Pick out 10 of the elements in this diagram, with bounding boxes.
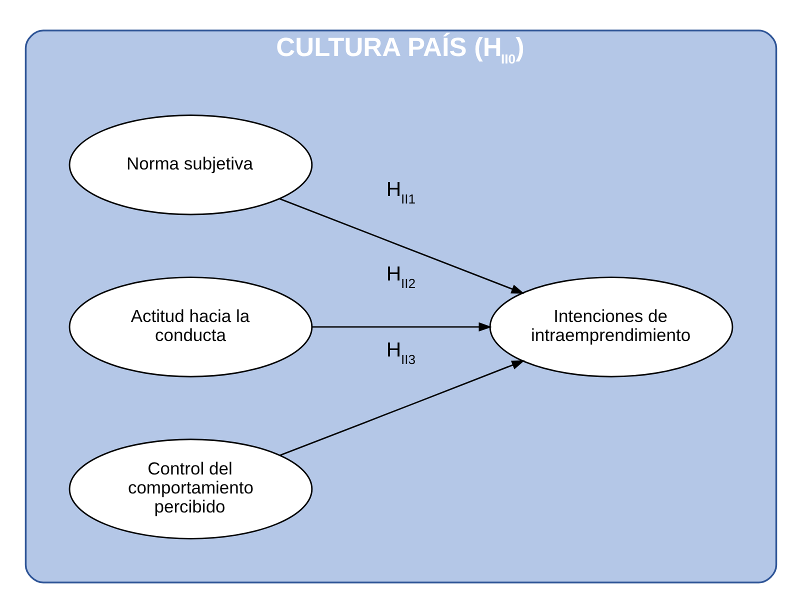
node-ellipse: Norma subjetiva bbox=[68, 114, 313, 216]
arrow bbox=[279, 198, 524, 294]
edge-label: H$_{II3}$ bbox=[386, 338, 416, 367]
edge-label: H$_{II2}$ bbox=[386, 262, 416, 292]
edge-label: H$_{II1}$ bbox=[386, 178, 416, 206]
arrow bbox=[280, 360, 525, 456]
node-ellipse: Actitud hacia la conducta bbox=[68, 276, 313, 378]
arrow bbox=[312, 322, 492, 332]
node-ellipse: Intenciones de intraemprendimiento bbox=[489, 276, 734, 378]
node-ellipse: Control del comportamiento percibido bbox=[68, 438, 313, 540]
